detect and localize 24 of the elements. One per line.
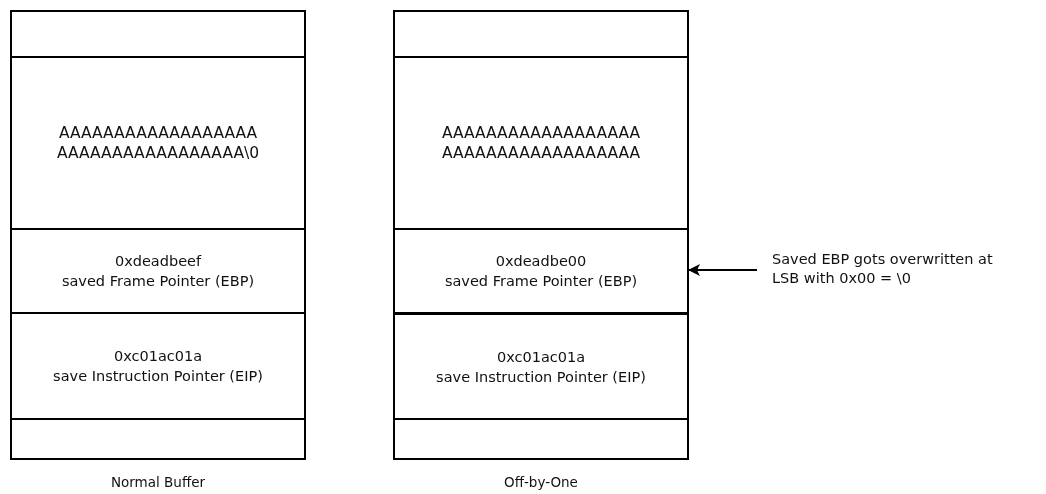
address-value: 0xc01ac01a: [113, 347, 203, 366]
stack-cell: [393, 56, 689, 228]
register-label: save Instruction Pointer (EIP): [53, 367, 263, 386]
stack-cell: [393, 228, 689, 312]
arrow: [688, 264, 758, 276]
stack-cell: [393, 312, 689, 418]
empty-stack-cell: [393, 418, 689, 460]
empty-stack-cell: [10, 10, 306, 56]
stack-caption: Normal Buffer: [109, 474, 207, 490]
buffer-fill-text: AAAAAAAAAAAAAAAAAA AAAAAAAAAAAAAAAAAA: [440, 123, 642, 163]
register-label: saved Frame Pointer (EBP): [444, 272, 638, 291]
register-label: save Instruction Pointer (EIP): [436, 367, 646, 387]
stack-cell: [10, 228, 306, 312]
empty-stack-cell: [10, 418, 306, 460]
buffer-fill-text: AAAAAAAAAAAAAAAAAA AAAAAAAAAAAAAAAAA\0: [55, 123, 261, 163]
empty-stack-cell: [393, 10, 689, 56]
stack-cell: [10, 312, 306, 418]
address-value: 0xc01ac01a: [496, 347, 586, 367]
annotation-text: Saved EBP gots overwritten at LSB with 0x00 = \0: [772, 251, 993, 286]
stack-cell: [10, 56, 306, 228]
stack-caption: Off-by-One: [503, 474, 579, 490]
address-value: 0xdeadbe00: [495, 252, 587, 271]
register-label: saved Frame Pointer (EBP): [61, 272, 255, 291]
address-value: 0xdeadbeef: [114, 252, 202, 271]
